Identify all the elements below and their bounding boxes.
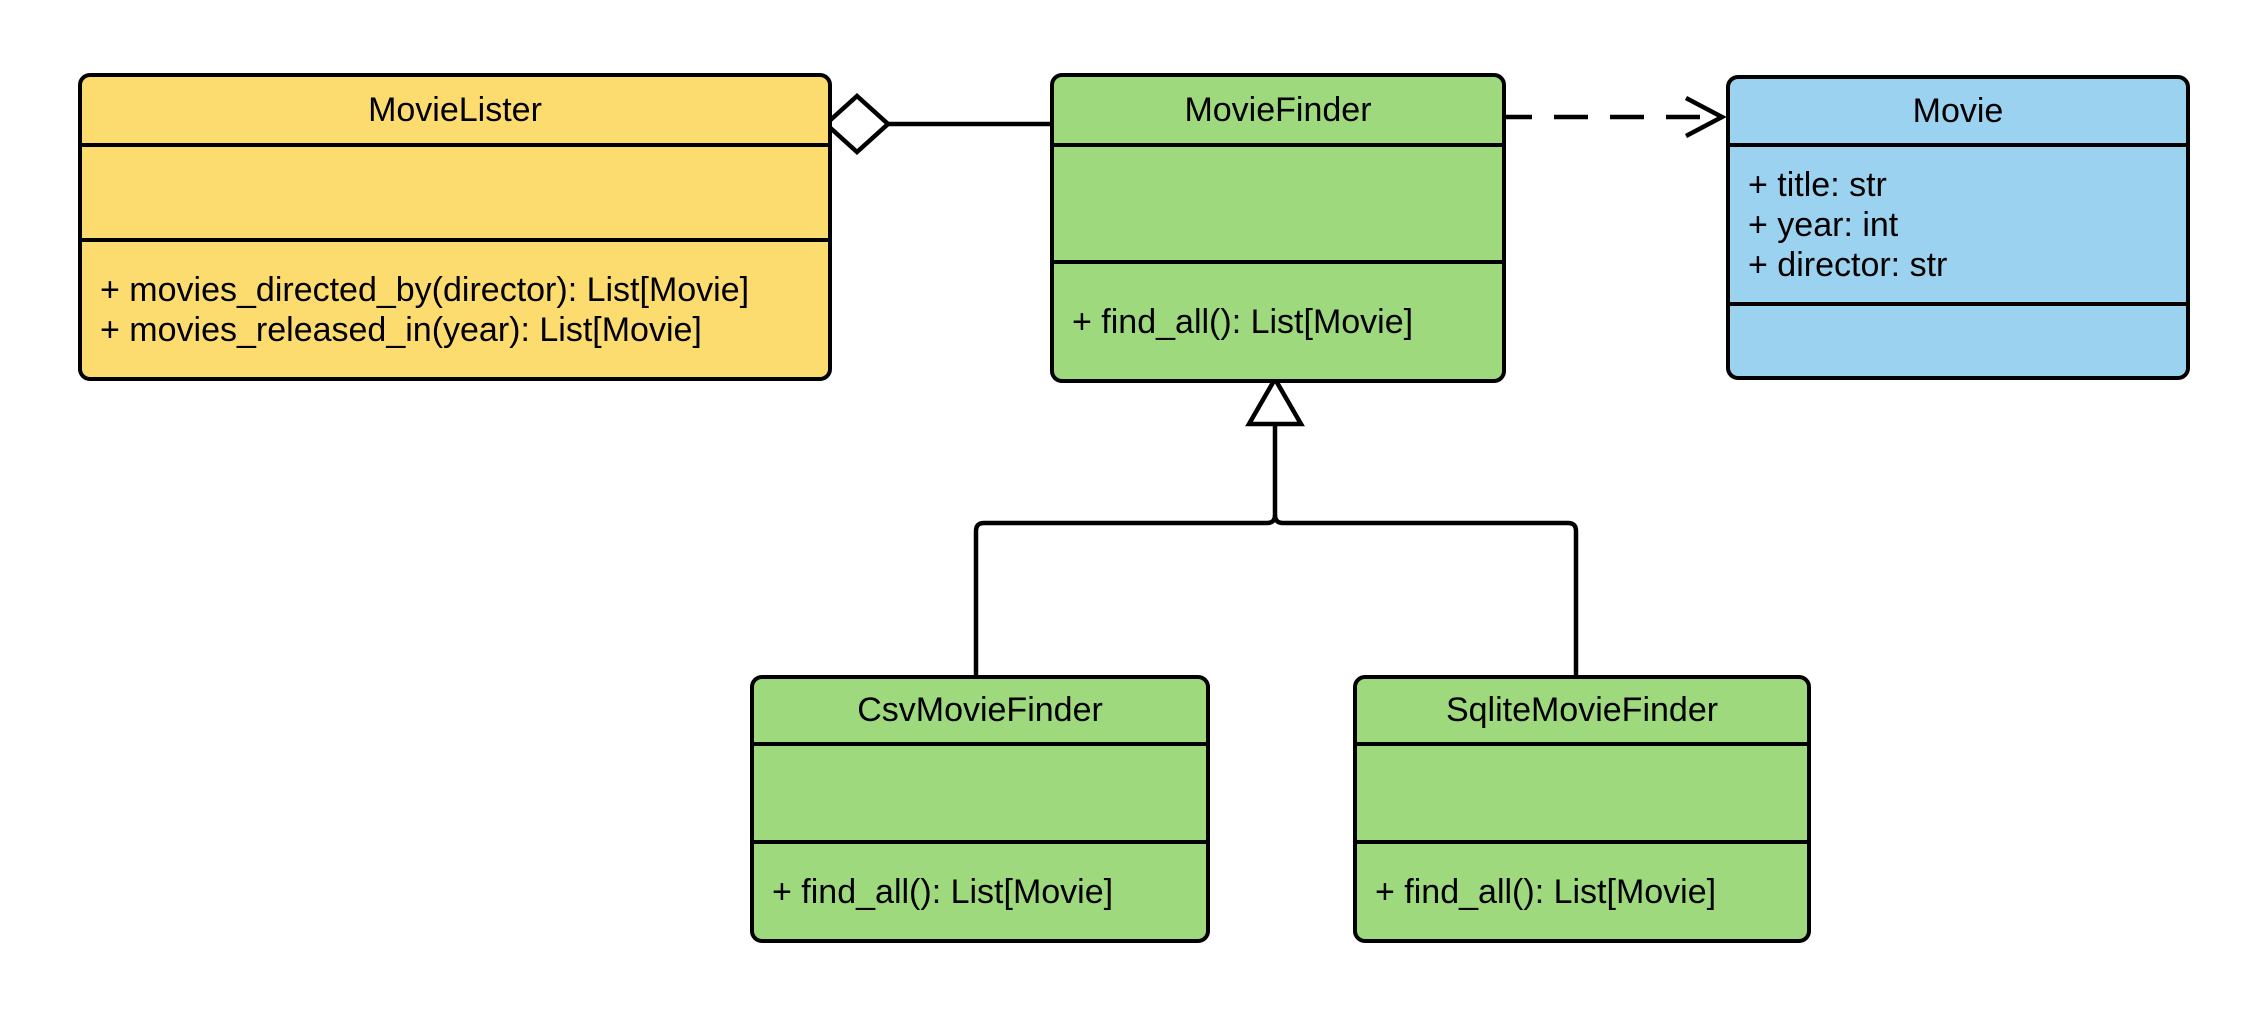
methods-compartment: + find_all(): List[Movie] (754, 840, 1206, 939)
inheritance-triangle (1245, 374, 1305, 427)
attributes-compartment (82, 143, 828, 238)
member-line: + find_all(): List[Movie] (1072, 302, 1414, 341)
methods-compartment: + find_all(): List[Movie] (1357, 840, 1807, 939)
attributes-compartment: + title: str+ year: int+ director: str (1730, 143, 2186, 302)
class-title: MovieFinder (1184, 90, 1372, 129)
class-box-moviefinder: MovieFinder + find_all(): List[Movie] (1050, 73, 1506, 383)
member-line: + director: str (1748, 245, 1948, 284)
member-line: + movies_released_in(year): List[Movie] (100, 310, 702, 349)
dependency-arrowhead (1684, 96, 1727, 138)
inheritance-edge (973, 374, 1579, 675)
attributes-compartment (1357, 742, 1807, 840)
methods-compartment: + find_all(): List[Movie] (1054, 260, 1502, 379)
dependency-edge (1498, 96, 1727, 138)
inheritance-connector-right (1272, 514, 1579, 675)
aggregation-diamond (822, 92, 892, 156)
class-title: CsvMovieFinder (857, 691, 1103, 729)
class-box-movie: Movie + title: str+ year: int+ director:… (1726, 75, 2190, 380)
member-line: + find_all(): List[Movie] (1375, 872, 1717, 911)
class-title: Movie (1912, 91, 2004, 130)
class-title: MovieLister (368, 90, 542, 129)
inheritance-connector-left (973, 426, 1278, 675)
attributes-compartment (1054, 143, 1502, 260)
aggregation-edge (822, 92, 1050, 156)
member-line: + year: int (1748, 205, 1899, 244)
class-title: SqliteMovieFinder (1445, 691, 1719, 729)
methods-compartment: + movies_directed_by(director): List[Mov… (82, 238, 828, 377)
methods-compartment (1730, 302, 2186, 376)
attributes-compartment (754, 742, 1206, 840)
member-line: + movies_directed_by(director): List[Mov… (100, 270, 750, 309)
class-box-sqlitemoviefinder: SqliteMovieFinder + find_all(): List[Mov… (1353, 675, 1811, 943)
member-line: + find_all(): List[Movie] (772, 872, 1114, 911)
class-box-csvmoviefinder: CsvMovieFinder + find_all(): List[Movie] (750, 675, 1210, 943)
class-box-movielister: MovieLister + movies_directed_by(directo… (78, 73, 832, 381)
member-line: + title: str (1748, 165, 1887, 204)
